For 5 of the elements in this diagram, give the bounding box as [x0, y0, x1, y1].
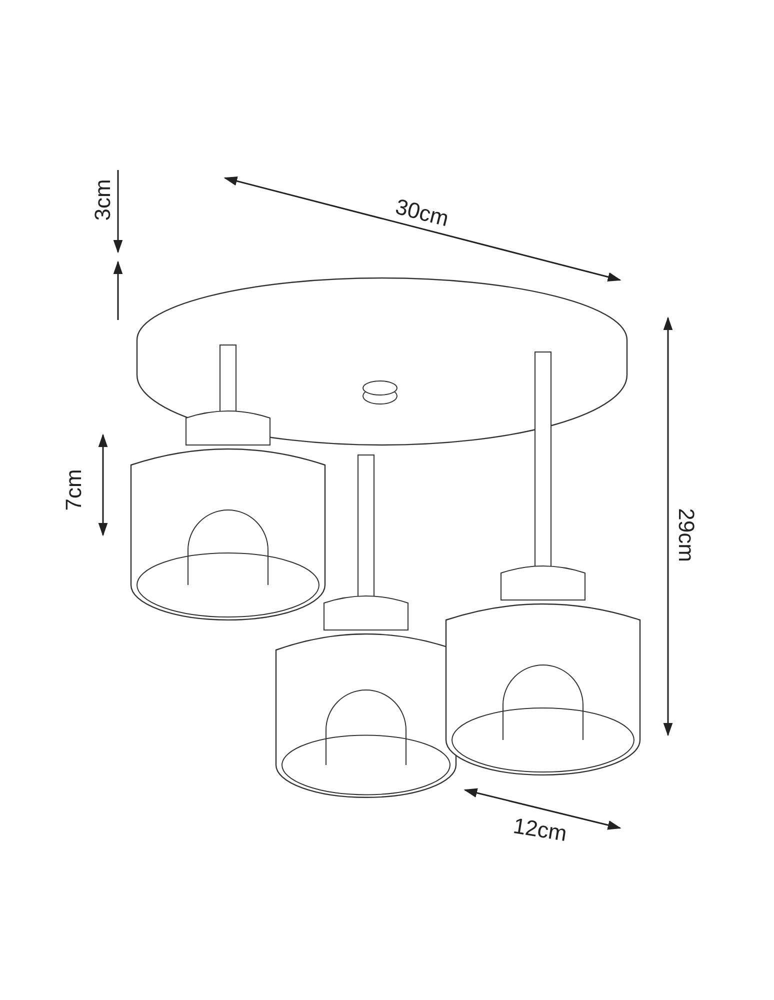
dimension-label: 7cm [63, 469, 85, 511]
dimension-label: 12cm [512, 814, 568, 846]
dimension-label: 30cm [393, 196, 451, 230]
dimension-label: 3cm [92, 179, 114, 221]
dimension-label: 29cm [675, 508, 697, 562]
